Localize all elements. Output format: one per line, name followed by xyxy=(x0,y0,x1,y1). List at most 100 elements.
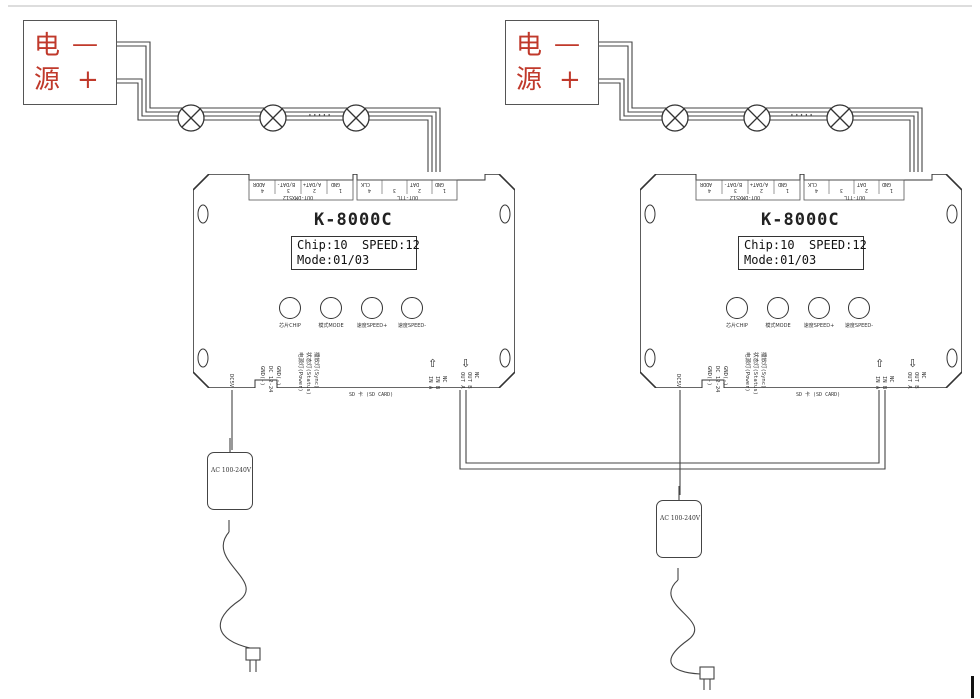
chip-button[interactable] xyxy=(279,297,301,319)
dmx-number: 4 xyxy=(708,187,712,193)
dmx-number: 2 xyxy=(760,187,764,193)
out-label: OUT B xyxy=(466,372,472,389)
dmx-title: OUT-DMX512 xyxy=(283,194,314,200)
controller-body xyxy=(640,174,962,388)
out-label: NC xyxy=(473,372,479,379)
lcd-line: Chip:10 SPEED:12 xyxy=(744,238,867,252)
power-term-label: GND(-) xyxy=(706,366,712,386)
power-supply-box: 电 源 — + xyxy=(23,20,117,105)
speed-up-button[interactable] xyxy=(808,297,830,319)
lcd-display: Chip:10 SPEED:12 Mode:01/03 xyxy=(738,236,867,270)
controller-device: GND A/DAT+ B/DAT- ADDR 1 2 3 4 OUT-DMX51… xyxy=(193,174,515,398)
ttl-number: 4 xyxy=(368,187,372,193)
chip-button[interactable] xyxy=(726,297,748,319)
lcd-line: Chip:10 SPEED:12 xyxy=(297,238,420,252)
led-indicator-label: 电源灯(Power) xyxy=(744,352,750,392)
model-label: K-8000C xyxy=(761,210,840,230)
psu-char-bottom: 源 xyxy=(34,65,61,95)
power-term-label: GND(-) xyxy=(722,366,728,386)
out-label: NC xyxy=(920,372,926,379)
ttl-number: 2 xyxy=(418,187,422,193)
dmx-title: OUT-DMX512 xyxy=(730,194,761,200)
ttl-number: 3 xyxy=(840,187,844,193)
input-arrow-icon: ⇧ xyxy=(428,357,438,370)
mode-button-label: 模式MODE xyxy=(318,323,344,329)
psu-plus: + xyxy=(77,65,99,95)
lcd-line: Mode:01/03 xyxy=(744,253,817,267)
ttl-number: 2 xyxy=(865,187,869,193)
sd-card-label: SD 卡 (SD CARD) xyxy=(349,392,394,398)
power-adapter: AC 100-240V xyxy=(207,452,253,510)
ttl-number: 4 xyxy=(815,187,819,193)
ttl-number: 1 xyxy=(443,187,447,193)
sd-card-label: SD 卡 (SD CARD) xyxy=(796,392,841,398)
chip-button-label: 芯片CHIP xyxy=(279,323,301,329)
led-node-icon xyxy=(177,104,205,132)
dmx-number: 3 xyxy=(287,187,291,193)
speed-down-button-label: 速度SPEED- xyxy=(397,323,427,329)
power-term-label: DC 12-24 xyxy=(267,366,273,393)
psu-char-top: 电 xyxy=(34,31,61,61)
led-indicator-label: 状态灯(Status) xyxy=(305,352,311,395)
strip-ellipsis: ····· xyxy=(790,108,815,122)
led-node-icon xyxy=(826,104,854,132)
led-indicator-label: 电源灯(Power) xyxy=(297,352,303,392)
dc-label: DC5V xyxy=(228,374,234,388)
in-label: NC xyxy=(888,376,894,383)
speed-up-button-label: 速度SPEED+ xyxy=(356,323,388,329)
mode-button[interactable] xyxy=(320,297,342,319)
dmx-number: 1 xyxy=(339,187,343,193)
led-node-icon xyxy=(259,104,287,132)
speed-up-button[interactable] xyxy=(361,297,383,319)
chip-button-label: 芯片CHIP xyxy=(726,323,748,329)
mode-button[interactable] xyxy=(767,297,789,319)
led-indicator-label: 播放灯(Sync) xyxy=(760,352,766,389)
strip-ellipsis: ····· xyxy=(308,108,333,122)
speed-down-button-label: 速度SPEED- xyxy=(844,323,874,329)
output-arrow-icon: ⇩ xyxy=(908,357,918,370)
lcd-line: Mode:01/03 xyxy=(297,253,370,267)
in-label: IN A xyxy=(427,376,433,390)
power-supply-box: 电 源 — + xyxy=(505,20,599,105)
controller-device: GND A/DAT+ B/DAT- ADDR 1 2 3 4 OUT-DMX51… xyxy=(640,174,962,398)
mode-button-label: 模式MODE xyxy=(765,323,791,329)
in-label: IN B xyxy=(881,376,887,390)
speed-down-button[interactable] xyxy=(401,297,423,319)
psu-char-top: 电 xyxy=(516,31,543,61)
led-node-icon xyxy=(342,104,370,132)
in-label: IN A xyxy=(874,376,880,390)
model-label: K-8000C xyxy=(314,210,393,230)
dc-label: DC5V xyxy=(675,374,681,388)
adapter-label: AC 100-240V xyxy=(660,515,701,522)
ttl-title: OUT-TTL xyxy=(397,194,419,200)
out-label: OUT A xyxy=(906,372,912,389)
ttl-number: 3 xyxy=(393,187,397,193)
power-term-label: DC 12-24 xyxy=(714,366,720,393)
dmx-number: 1 xyxy=(786,187,790,193)
dmx-number: 2 xyxy=(313,187,317,193)
adapter-label: AC 100-240V xyxy=(211,467,252,474)
ttl-title: OUT-TTL xyxy=(844,194,866,200)
ttl-number: 1 xyxy=(890,187,894,193)
led-node-icon xyxy=(661,104,689,132)
in-label: NC xyxy=(441,376,447,383)
psu-char-bottom: 源 xyxy=(516,65,543,95)
power-adapter: AC 100-240V xyxy=(656,500,702,558)
psu-minus: — xyxy=(554,29,580,59)
dmx-number: 4 xyxy=(261,187,265,193)
out-label: OUT B xyxy=(913,372,919,389)
led-indicator-label: 播放灯(Sync) xyxy=(313,352,319,389)
edge-mark xyxy=(971,676,974,698)
led-indicator-label: 状态灯(Status) xyxy=(752,352,758,395)
power-term-label: GND(-) xyxy=(259,366,265,386)
lcd-display: Chip:10 SPEED:12 Mode:01/03 xyxy=(291,236,420,270)
led-node-icon xyxy=(743,104,771,132)
output-arrow-icon: ⇩ xyxy=(461,357,471,370)
speed-down-button[interactable] xyxy=(848,297,870,319)
dmx-number: 3 xyxy=(734,187,738,193)
controller-body xyxy=(193,174,515,388)
in-label: IN B xyxy=(434,376,440,390)
out-label: OUT A xyxy=(459,372,465,389)
